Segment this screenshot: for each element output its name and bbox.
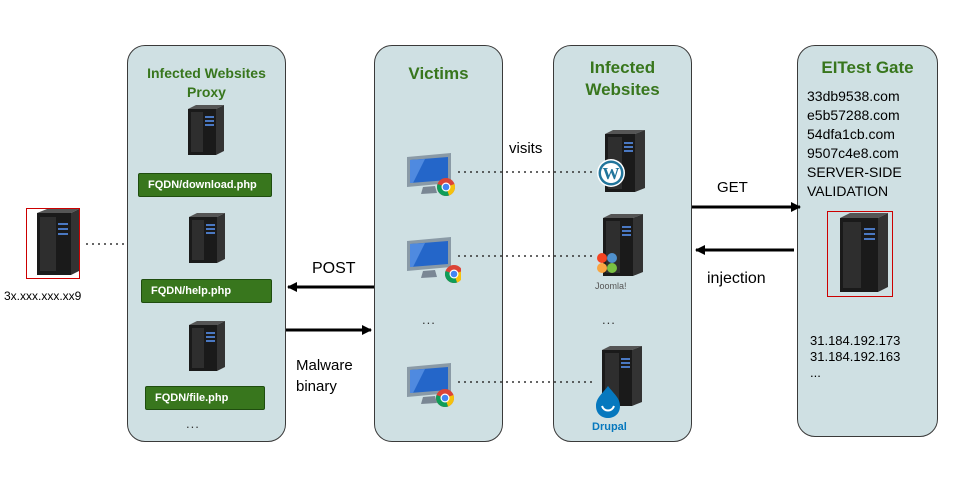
- svg-text:W: W: [603, 164, 620, 183]
- gate-title: EITest Gate: [821, 58, 914, 77]
- victim-computer-icon: [405, 153, 461, 204]
- injection-label: injection: [707, 270, 766, 287]
- proxy-server-icon: [182, 105, 226, 162]
- victims-ellipsis: ...: [422, 312, 436, 327]
- proxy-badge: FQDN/help.php: [141, 279, 272, 303]
- get-label: GET: [717, 179, 748, 196]
- victims-title: Victims: [408, 64, 469, 83]
- left-server-label: 3x.xxx.xxx.xx9: [4, 289, 82, 303]
- gate-domain: e5b57288.com: [807, 107, 900, 123]
- gate-domain: VALIDATION: [807, 183, 889, 199]
- infected-title: Infected Websites: [585, 58, 660, 99]
- proxy-badge: FQDN/file.php: [145, 386, 265, 410]
- gate-domain: SERVER-SIDE: [807, 164, 902, 180]
- gate-ip-list: 31.184.192.173 31.184.192.163 ...: [810, 333, 900, 381]
- proxy-title: Infected Websites Proxy: [147, 65, 266, 100]
- post-label: POST: [312, 260, 356, 277]
- gate-ip: 31.184.192.163: [810, 349, 901, 364]
- proxy-ellipsis: ...: [186, 416, 200, 431]
- left-server-icon: [26, 208, 80, 279]
- gate-domain: 9507c4e8.com: [807, 145, 899, 161]
- svg-text:Joomla!: Joomla!: [595, 281, 627, 291]
- malware-label: Malware binary: [296, 357, 353, 395]
- gate-domain: 54dfa1cb.com: [807, 126, 895, 142]
- gate-domain: 33db9538.com: [807, 88, 900, 104]
- gate-ip: ...: [810, 365, 821, 380]
- wordpress-server-icon: W: [595, 130, 651, 201]
- gate-domain-list: 33db9538.com e5b57288.com 54dfa1cb.com 9…: [807, 87, 902, 201]
- proxy-server-icon: [183, 321, 227, 378]
- proxy-badge: FQDN/download.php: [138, 173, 272, 197]
- drupal-server-icon: Drupal: [590, 346, 654, 437]
- visits-label: visits: [509, 140, 543, 157]
- victim-computer-icon: [405, 237, 464, 288]
- joomla-server-icon: Joomla!: [593, 214, 653, 299]
- svg-text:Drupal: Drupal: [592, 421, 627, 432]
- proxy-server-icon: [183, 213, 227, 270]
- infected-ellipsis: ...: [602, 312, 616, 327]
- victim-computer-icon: [405, 363, 461, 414]
- gate-server-icon: [827, 211, 893, 297]
- gate-ip: 31.184.192.173: [810, 333, 901, 348]
